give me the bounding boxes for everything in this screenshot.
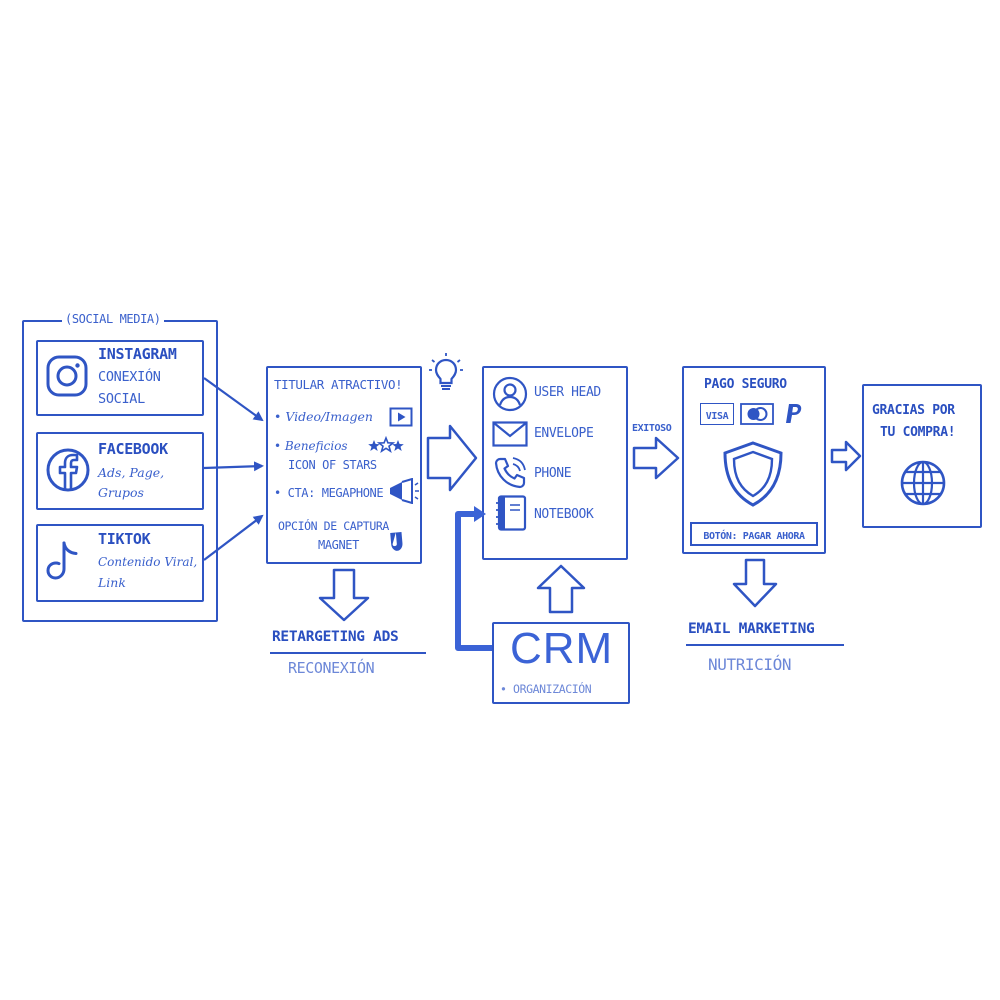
facebook-card — [36, 432, 204, 510]
thanks-line1: GRACIAS POR — [872, 403, 955, 418]
landing-page-card — [266, 366, 422, 564]
exitoso-label: EXITOSO — [632, 423, 672, 434]
landing-to-lead-arrow — [426, 424, 478, 492]
retargeting-sub: RECONEXIÓN — [288, 659, 375, 677]
facebook-icon — [44, 446, 92, 498]
landing-capture-line1: OPCIÓN DE CAPTURA — [278, 519, 389, 533]
instagram-title: INSTAGRAM — [98, 345, 177, 363]
instagram-line2: SOCIAL — [98, 391, 145, 407]
landing-bullet-cta: • CTA: MEGAPHONE — [274, 486, 384, 500]
landing-bullet-video: • Video/Imagen — [274, 409, 373, 424]
landing-to-retargeting-arrow — [318, 568, 370, 622]
stars-icon — [368, 435, 404, 460]
facebook-line1: Ads, Page, — [98, 465, 165, 480]
shield-icon — [720, 440, 786, 512]
tiktok-title: TIKTOK — [98, 530, 151, 548]
notebook-icon — [494, 495, 528, 535]
thanks-line2: TU COMPRA! — [880, 425, 956, 440]
tiktok-line2: Link — [98, 575, 126, 590]
landing-bullet-benefits: • Beneficios — [274, 439, 348, 453]
landing-title: TITULAR ATRACTIVO! — [274, 377, 403, 392]
landing-bullet-stars: ICON OF STARS — [288, 458, 377, 472]
envelope-icon — [492, 421, 528, 451]
magnet-icon — [380, 530, 408, 562]
pay-now-button[interactable]: BOTÓN: PAGAR AHORA — [690, 522, 818, 546]
email-title: EMAIL MARKETING — [688, 621, 815, 637]
payment-title: PAGO SEGURO — [704, 377, 787, 392]
visa-badge: VISA — [700, 403, 734, 425]
lead-envelope-label: ENVELOPE — [534, 426, 594, 441]
mastercard-icon — [740, 403, 774, 429]
lead-user-head-label: USER HEAD — [534, 385, 601, 400]
crm-feedback-head — [474, 506, 486, 522]
crm-title: CRM — [510, 624, 614, 673]
instagram-line1: CONEXIÓN — [98, 369, 161, 385]
pay-now-label: BOTÓN: PAGAR AHORA — [703, 531, 805, 542]
play-icon — [389, 407, 413, 431]
instagram-card — [36, 340, 204, 416]
globe-icon — [898, 458, 948, 512]
social-to-landing-arrows — [203, 377, 264, 561]
megaphone-icon — [386, 477, 420, 508]
email-sub: NUTRICIÓN — [708, 655, 792, 674]
payment-to-email-arrow — [732, 558, 778, 608]
crm-feedback-bar — [455, 511, 492, 651]
retargeting-title: RETARGETING ADS — [272, 629, 399, 645]
instagram-icon — [44, 353, 90, 403]
social-media-header: (SOCIAL MEDIA) — [62, 313, 164, 326]
crm-card — [492, 622, 630, 704]
paypal-icon — [784, 402, 804, 430]
landing-capture-line2: MAGNET — [318, 538, 359, 552]
tiktok-icon — [44, 538, 84, 588]
visa-label: VISA — [705, 411, 729, 422]
tiktok-line1: Contenido Viral, — [98, 555, 198, 569]
user-head-icon — [492, 376, 528, 416]
lightbulb-icon — [428, 352, 464, 396]
lead-phone-label: PHONE — [534, 466, 572, 481]
email-underline — [686, 644, 844, 646]
facebook-title: FACEBOOK — [98, 440, 168, 458]
facebook-line2: Grupos — [98, 485, 144, 500]
payment-to-thanks-arrow — [830, 440, 862, 472]
lead-notebook-label: NOTEBOOK — [534, 507, 594, 522]
retargeting-underline — [270, 652, 426, 654]
crm-sub: • ORGANIZACIÓN — [500, 682, 592, 696]
phone-icon — [492, 455, 528, 495]
crm-to-lead-arrow — [536, 564, 586, 614]
lead-to-payment-arrow — [632, 436, 680, 480]
